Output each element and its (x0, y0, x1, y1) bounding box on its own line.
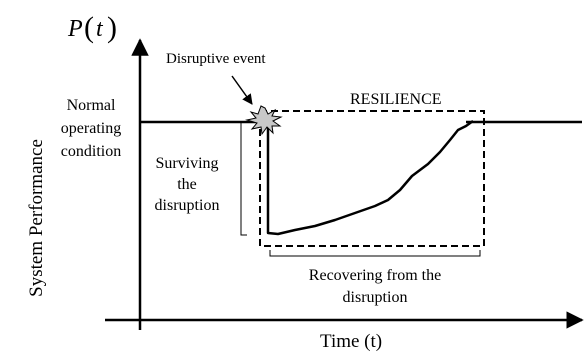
disruptive-event-arrow (231, 75, 253, 105)
svg-text:(: ( (84, 11, 94, 44)
surviving-bracket (240, 121, 247, 236)
y-axis-symbol-arg: t (96, 16, 104, 42)
svg-text:disruption: disruption (155, 197, 220, 214)
svg-text:Surviving: Surviving (155, 155, 218, 172)
x-axis-label: Time (t) (320, 331, 382, 352)
surviving-label: Surviving the disruption (155, 155, 220, 214)
performance-curve (266, 119, 474, 236)
y-axis-symbol: P ( t ) (67, 11, 117, 44)
svg-text:Recovering from the: Recovering from the (309, 267, 441, 284)
svg-text:disruption: disruption (343, 289, 408, 306)
recovering-bracket (269, 250, 481, 257)
svg-text:): ) (107, 11, 117, 44)
disruptive-event-label: Disruptive event (166, 51, 266, 67)
svg-text:Normal: Normal (67, 97, 116, 114)
recovering-label: Recovering from the disruption (309, 267, 441, 306)
svg-text:operating: operating (61, 120, 121, 137)
resilience-label: RESILIENCE (350, 91, 442, 108)
resilience-box (259, 110, 485, 247)
y-axis-label: System Performance (26, 139, 47, 297)
normal-condition-label: Normal operating condition (61, 97, 121, 160)
svg-text:condition: condition (61, 143, 121, 160)
y-axis-symbol-letter: P (67, 16, 83, 42)
svg-text:the: the (177, 176, 197, 193)
disruptive-event-burst-icon (245, 105, 283, 136)
